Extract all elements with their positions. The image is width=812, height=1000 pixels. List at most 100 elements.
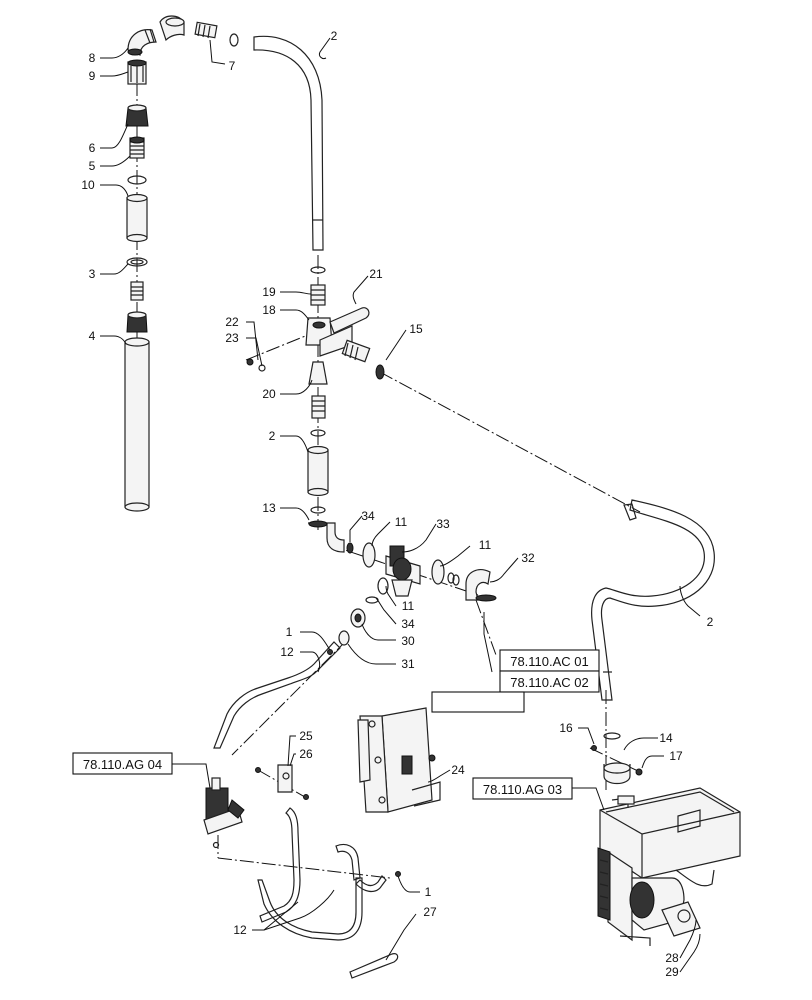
- callout-1-lower: 1: [425, 885, 432, 899]
- clamp-ring: [127, 175, 147, 185]
- screw-22: [246, 358, 254, 366]
- ref-ac-02: 78.110.AC 02: [510, 675, 589, 690]
- callout-11-lower: 11: [402, 599, 415, 613]
- flange-11-left: [362, 542, 376, 568]
- valve-block: [203, 777, 245, 849]
- callout-9: 9: [89, 69, 96, 83]
- fitting-31: [338, 630, 350, 646]
- callout-18: 18: [262, 303, 276, 317]
- callout-21: 21: [369, 267, 383, 281]
- callout-2-mid: 2: [269, 429, 276, 443]
- callout-29: 29: [665, 965, 679, 979]
- blank-ref-box: [431, 691, 525, 713]
- elbow-13: [308, 520, 345, 553]
- callout-11-right: 11: [479, 538, 492, 552]
- leader-lines: [100, 37, 701, 973]
- clip-34: [346, 542, 354, 554]
- hose-2-top: [253, 35, 324, 251]
- ring-top: [229, 33, 239, 47]
- callout-23: 23: [225, 331, 239, 345]
- callout-34-lower: 34: [401, 617, 415, 631]
- callout-3: 3: [89, 267, 96, 281]
- callout-15: 15: [409, 322, 423, 336]
- hose-4: [124, 337, 150, 512]
- callout-2-right: 2: [707, 615, 714, 629]
- tube-12-upper: [213, 641, 341, 749]
- fitting-7: [194, 21, 218, 39]
- tank-assembly: [597, 787, 741, 946]
- callout-10: 10: [81, 178, 95, 192]
- callout-6: 6: [89, 141, 96, 155]
- clamp-3: [126, 257, 148, 267]
- fitting-19: [310, 284, 326, 306]
- callout-28: 28: [665, 951, 679, 965]
- bracket-24: [357, 707, 441, 813]
- tube-12-lower-b: [257, 877, 363, 941]
- callout-13: 13: [262, 501, 276, 515]
- nut-26: [303, 794, 309, 800]
- screw-1: [327, 649, 333, 655]
- clamp-pair: [447, 572, 460, 586]
- callout-12-top: 12: [280, 645, 294, 659]
- tube-12-lower-a: [259, 807, 301, 923]
- callout-12-lower: 12: [233, 923, 247, 937]
- callout-19: 19: [262, 285, 276, 299]
- callout-7: 7: [229, 59, 236, 73]
- adapter-20: [308, 361, 328, 385]
- nut-9: [127, 59, 147, 85]
- callout-8: 8: [89, 51, 96, 65]
- callout-24: 24: [451, 763, 465, 777]
- clamp-center-top: [310, 266, 326, 274]
- bracket-26: [277, 764, 293, 793]
- callout-27: 27: [423, 905, 437, 919]
- callout-22: 22: [225, 315, 239, 329]
- tie-27: [349, 953, 399, 979]
- clamp-14: [603, 732, 631, 785]
- ref-ac-01: 78.110.AC 01: [510, 654, 589, 669]
- fitting-left-mid: [130, 281, 144, 301]
- callout-2-top: 2: [331, 29, 338, 43]
- callout-32: 32: [521, 551, 535, 565]
- callout-26: 26: [299, 747, 313, 761]
- fitting-15: [341, 339, 385, 380]
- callout-30: 30: [401, 634, 415, 648]
- screw-1-lower: [395, 871, 401, 877]
- hose-2-short: [307, 445, 329, 497]
- callout-16: 16: [559, 721, 573, 735]
- ref-box-ac-02: [499, 670, 600, 693]
- callout-33: 33: [436, 517, 450, 531]
- ref-box-ag-04: [72, 752, 173, 775]
- callout-14: 14: [659, 731, 673, 745]
- callout-5: 5: [89, 159, 96, 173]
- hose-10: [126, 193, 148, 243]
- hose-2-right: [591, 499, 715, 701]
- fitting-lower: [311, 395, 326, 419]
- clamp-11-lower: [377, 577, 389, 595]
- nut-6: [125, 104, 149, 127]
- screw-16: [591, 745, 597, 751]
- callout-34-top: 34: [361, 509, 375, 523]
- nut-17: [635, 768, 643, 776]
- callout-4: 4: [89, 329, 96, 343]
- tube-12-stub: [355, 875, 387, 893]
- ref-ag-03: 78.110.AG 03: [483, 782, 562, 797]
- screw-25: [255, 767, 261, 773]
- callout-20: 20: [262, 387, 276, 401]
- valve-33: [385, 545, 421, 597]
- nut-left-mid: [126, 311, 148, 333]
- clamp-13-top: [310, 506, 326, 514]
- elbow-32: [465, 569, 497, 602]
- callout-1-top: 1: [286, 625, 293, 639]
- fitting-5: [129, 136, 145, 159]
- tube-12-lower-c: [335, 843, 361, 881]
- ref-ag-04: 78.110.AG 04: [83, 757, 162, 772]
- elbow-fitting-top: [159, 15, 185, 42]
- flange-11-right: [431, 559, 445, 585]
- callout-31: 31: [401, 657, 415, 671]
- callouts: 2 7 8 9 6 5 10 3 4 19 21 18 22 23 15 20 …: [81, 29, 713, 979]
- callout-17: 17: [669, 749, 683, 763]
- ref-box-ag-03: [472, 777, 573, 800]
- elbow-fitting-8: [127, 28, 157, 56]
- callout-25: 25: [299, 729, 313, 743]
